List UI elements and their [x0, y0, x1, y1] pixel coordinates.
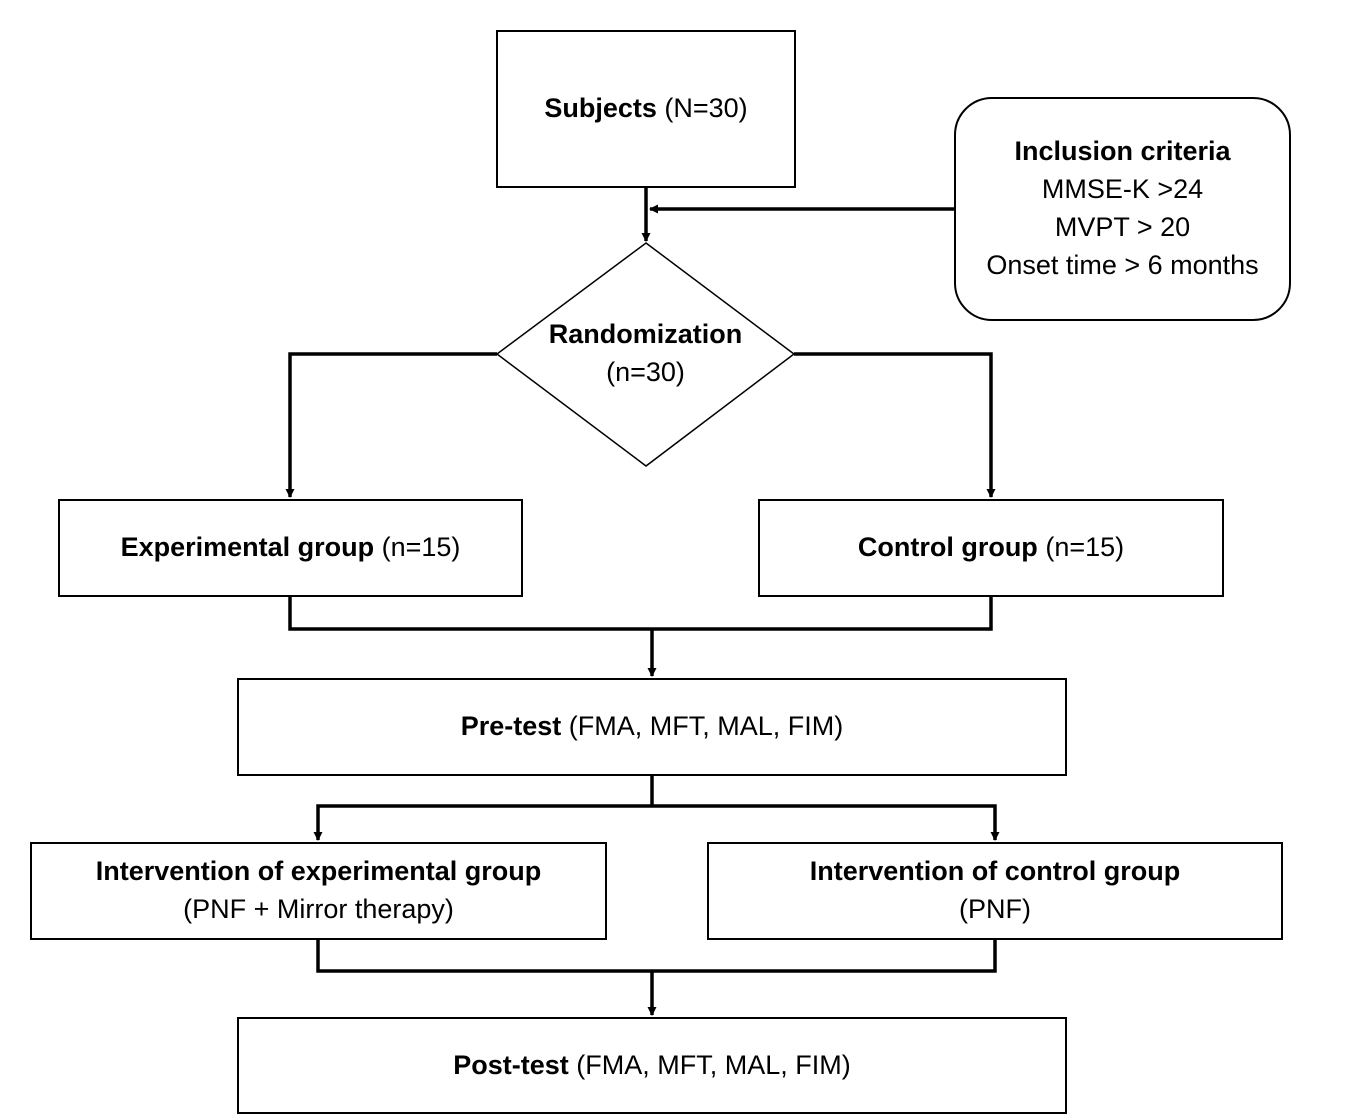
post-test-detail: (FMA, MFT, MAL, FIM) — [576, 1049, 851, 1080]
inclusion-criteria-title: Inclusion criteria — [1014, 136, 1231, 167]
inclusion-criterion-onset: Onset time > 6 months — [986, 249, 1259, 280]
experimental-group-box: Experimental group (n=15) — [58, 499, 523, 597]
control-group-detail: (n=15) — [1045, 532, 1125, 563]
pre-test-box: Pre-test (FMA, MFT, MAL, FIM) — [237, 678, 1067, 776]
intervention-control-detail: (PNF) — [959, 894, 1031, 924]
post-test-box: Post-test (FMA, MFT, MAL, FIM) — [237, 1017, 1067, 1114]
intervention-control-label: Intervention of control group — [809, 856, 1181, 887]
connector-interventions-merge — [316, 940, 997, 973]
post-test-label: Post-test — [453, 1049, 569, 1080]
inclusion-criterion-mvpt: MVPT > 20 — [1054, 212, 1191, 242]
arrow-pretest-to-intervention-experimental — [313, 804, 652, 841]
intervention-experimental-label: Intervention of experimental group — [95, 856, 542, 887]
intervention-experimental-box: Intervention of experimental group (PNF … — [30, 842, 607, 940]
arrow-randomization-to-control — [794, 352, 996, 498]
connector-groups-merge — [288, 597, 993, 631]
inclusion-criterion-mmse: MMSE-K >24 — [1041, 174, 1204, 205]
randomization-detail: (n=30) — [606, 357, 685, 387]
subjects-box: Subjects (N=30) — [496, 30, 796, 188]
subjects-detail: (N=30) — [664, 93, 748, 124]
randomization-diamond — [495, 242, 796, 467]
randomization-text: Randomization (n=30) — [497, 296, 794, 412]
intervention-experimental-detail: (PNF + Mirror therapy) — [183, 894, 454, 924]
control-group-box: Control group (n=15) — [758, 499, 1224, 597]
subjects-label: Subjects — [544, 93, 657, 124]
pre-test-label: Pre-test — [460, 711, 562, 742]
control-group-label: Control group — [857, 532, 1038, 563]
experimental-group-detail: (n=15) — [381, 532, 461, 563]
experimental-group-label: Experimental group — [120, 532, 375, 563]
randomization-label: Randomization — [548, 319, 743, 350]
intervention-control-box: Intervention of control group (PNF) — [707, 842, 1283, 940]
arrow-pretest-to-intervention-control — [652, 804, 1000, 841]
inclusion-criteria-box: Inclusion criteria MMSE-K >24 MVPT > 20 … — [954, 97, 1291, 321]
arrow-randomization-to-experimental — [285, 352, 497, 498]
pre-test-detail: (FMA, MFT, MAL, FIM) — [568, 711, 844, 742]
